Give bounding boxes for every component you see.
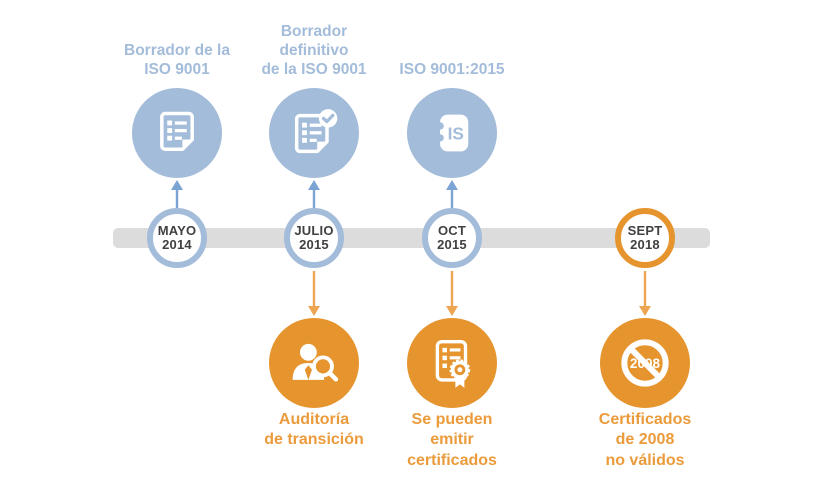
down-arrow-sept bbox=[639, 271, 651, 316]
phase-label-iso-2015: ISO 9001:2015 bbox=[399, 61, 505, 79]
timeline-node-sept-2018: SEPT 2018 bbox=[615, 208, 675, 268]
iso-book-icon: IS bbox=[436, 114, 469, 152]
node-month: OCT bbox=[437, 222, 467, 238]
document-list-icon bbox=[160, 111, 194, 151]
phase-label-certificados: Se pueden emitir certificados bbox=[407, 411, 497, 469]
timeline-bar bbox=[113, 228, 710, 248]
timeline-node-oct-2015: OCT 2015 bbox=[422, 208, 482, 268]
node-month: SEPT bbox=[627, 222, 663, 238]
node-month: MAYO bbox=[157, 222, 197, 238]
certificate-award-icon bbox=[435, 339, 471, 388]
up-arrow-julio bbox=[308, 180, 320, 208]
down-arrow-oct bbox=[446, 271, 458, 316]
up-arrow-oct bbox=[446, 180, 458, 208]
phase-label-auditoria: Auditoría de transición bbox=[264, 411, 364, 449]
node-year: 2015 bbox=[299, 237, 329, 252]
down-arrow-julio bbox=[308, 271, 320, 316]
timeline-node-mayo-2014: MAYO 2014 bbox=[147, 208, 207, 268]
phase-circle-certificados bbox=[407, 318, 497, 408]
banned-2008-icon: 2008 bbox=[621, 339, 669, 387]
phase-label-borrador: Borrador de la ISO 9001 bbox=[124, 42, 230, 79]
phase-label-borrador-definitivo: Borrador definitivo de la ISO 9001 bbox=[261, 23, 367, 79]
phase-circle-auditoria bbox=[269, 318, 359, 408]
phase-circle-no-validos: 2008 bbox=[600, 318, 690, 408]
phase-label-no-validos: Certificados de 2008 no válidos bbox=[598, 411, 692, 469]
phase-circle-iso-2015: IS bbox=[407, 88, 497, 178]
node-year: 2014 bbox=[162, 237, 192, 252]
auditor-search-icon bbox=[292, 343, 339, 382]
node-year: 2018 bbox=[630, 237, 660, 252]
document-check-icon bbox=[294, 109, 338, 154]
node-year: 2015 bbox=[437, 237, 467, 252]
phase-circle-borrador bbox=[132, 88, 222, 178]
phase-circle-borrador-definitivo bbox=[269, 88, 359, 178]
up-arrow-mayo bbox=[171, 180, 183, 208]
iso-book-icon-text: IS bbox=[448, 124, 464, 144]
node-month: JULIO bbox=[294, 222, 334, 238]
timeline-node-julio-2015: JULIO 2015 bbox=[284, 208, 344, 268]
